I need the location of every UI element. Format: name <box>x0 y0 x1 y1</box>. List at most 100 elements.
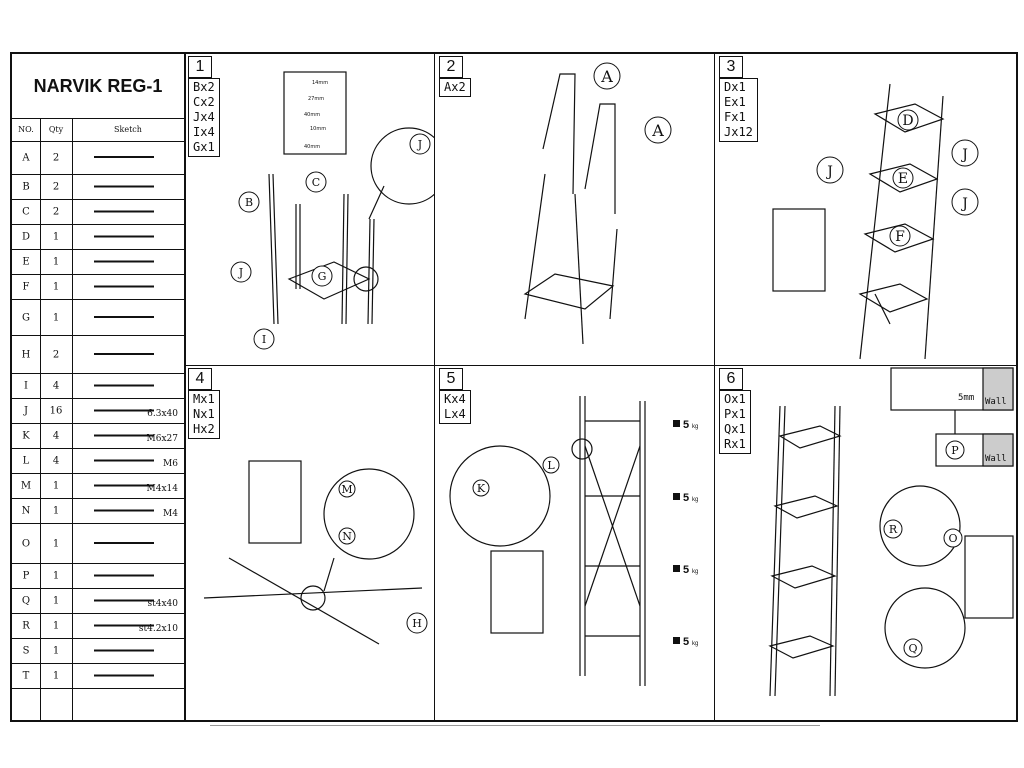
step-4-panel: 4 Mx1 Nx1 Hx2 M N H <box>184 366 435 720</box>
step-part: Mx1 <box>193 392 215 406</box>
part-no: Q <box>21 595 31 607</box>
screw-length: 27mm <box>308 96 324 102</box>
part-spec: st4.2x10 <box>138 624 178 634</box>
part-sketch <box>94 599 154 602</box>
callout-label: M <box>341 483 352 496</box>
callout-label: A <box>600 67 613 86</box>
part-sketch <box>94 156 154 158</box>
step-parts-list: Ax2 <box>439 78 471 97</box>
part-qty: 1 <box>52 538 60 549</box>
step-1-panel: 1 Bx2 Cx2 Jx4 Ix4 Gx1 B C J <box>184 54 435 366</box>
step-part: Jx4 <box>193 110 215 124</box>
callout-label: F <box>895 229 905 245</box>
part-no: R <box>22 620 30 632</box>
callout-label: P <box>951 444 959 457</box>
header-sketch: Sketch <box>114 125 142 134</box>
screw-length: 10mm <box>310 126 326 132</box>
callout-label: J <box>960 147 968 163</box>
step-part: Lx4 <box>444 407 466 421</box>
step-part: Jx12 <box>724 125 753 139</box>
header-no: NO. <box>18 125 34 134</box>
part-sketch <box>94 353 154 355</box>
part-qty: 16 <box>49 405 63 417</box>
part-no: M <box>20 480 32 492</box>
part-sketch <box>94 542 154 544</box>
part-no: A <box>22 152 30 163</box>
part-no: L <box>22 455 30 467</box>
step-part: Qx1 <box>724 422 746 436</box>
column-divider <box>72 118 73 720</box>
part-spec: M6x27 <box>146 434 178 444</box>
part-no: G <box>22 312 30 323</box>
step-4-diagram: M N H <box>203 460 428 645</box>
load-unit: kg <box>692 569 698 575</box>
part-no: E <box>22 256 30 268</box>
part-qty: 1 <box>52 670 60 682</box>
part-no: D <box>21 231 31 243</box>
callout-label: L <box>547 459 555 472</box>
part-qty: 2 <box>52 181 60 193</box>
step-parts-list: Mx1 Nx1 Hx2 <box>188 390 220 439</box>
callout-label: O <box>948 532 957 545</box>
callout-label: E <box>898 171 908 187</box>
step-number: 5 <box>439 368 463 390</box>
callout-label: N <box>342 530 352 543</box>
screw-chart-box <box>283 71 347 155</box>
part-sketch <box>94 235 154 238</box>
bottom-rule <box>210 725 820 726</box>
part-no: S <box>22 645 30 657</box>
part-qty: 4 <box>52 455 60 467</box>
part-sketch <box>94 459 154 462</box>
callout-label: J <box>417 138 422 151</box>
callout-label: D <box>902 113 913 129</box>
part-no: T <box>22 670 30 682</box>
part-sketch <box>94 384 154 387</box>
load-limit: 5 <box>683 564 689 576</box>
header-qty: Qty <box>48 125 64 134</box>
callout-label: J <box>238 266 243 279</box>
step-5-diagram: K L 5 kg 5 kg 5 kg 5 kg <box>449 396 698 686</box>
part-qty: 2 <box>52 349 60 360</box>
part-sketch <box>94 484 154 487</box>
step-6-diagram: 5mm Wall Wall R O Q P <box>768 367 1014 697</box>
step-5-panel: 5 Kx4 Lx4 K L 5 kg <box>435 366 715 720</box>
step-part: Ax2 <box>444 80 466 94</box>
part-sketch <box>94 210 154 213</box>
step-number: 1 <box>188 56 212 78</box>
part-sketch <box>94 409 154 412</box>
table-header: NO. Qty Sketch <box>12 118 184 142</box>
part-sketch <box>94 185 154 188</box>
part-qty: 1 <box>52 312 60 323</box>
part-qty: 4 <box>52 380 60 392</box>
load-unit: kg <box>692 424 698 430</box>
part-spec: st4x40 <box>147 599 179 609</box>
screw-length: 40mm <box>304 112 320 118</box>
step-parts-list: Ox1 Px1 Qx1 Rx1 <box>719 390 751 454</box>
part-qty: 1 <box>52 281 60 293</box>
callout-label: Q <box>908 642 917 655</box>
drill-size: 5mm <box>958 393 974 403</box>
step-1-diagram: B C J G I J 14mm 27mm 40mm 10mm 40mm <box>230 71 434 350</box>
step-part: Ix4 <box>193 125 215 139</box>
part-sketch <box>94 316 154 318</box>
callout-label: G <box>318 270 327 283</box>
step-part: Nx1 <box>193 407 215 421</box>
part-spec: 6.3x40 <box>147 409 178 419</box>
wall-label: Wall <box>985 397 1007 407</box>
part-qty: 1 <box>52 256 60 268</box>
part-sketch <box>94 434 154 437</box>
step-part: Rx1 <box>724 437 746 451</box>
